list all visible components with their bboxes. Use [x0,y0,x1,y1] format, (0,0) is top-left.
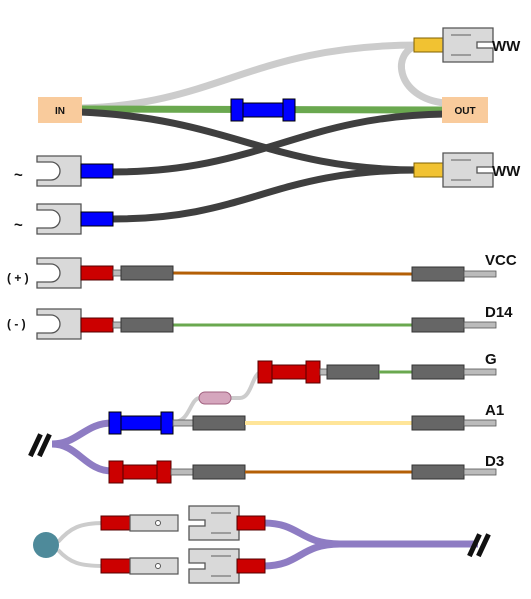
gray-wire-in-to-ww [79,41,421,112]
red-crimp-female-upper [236,515,266,531]
terminal-out [442,97,488,123]
purple-wire-lower-merge [263,540,341,570]
brown-wire-vcc [171,271,415,276]
red-crimp-sensor-upper [100,515,132,531]
female-spade-lower [188,548,240,584]
label-a1: A1 [485,402,504,419]
label-d3: D3 [485,453,504,470]
terminal-in [38,97,82,123]
dupont-g-left [326,364,380,380]
dark-wire-tilde2-to-ww [111,166,421,223]
dark-wire-in-to-ww [79,108,421,174]
dupont-d3-left [192,464,246,480]
bare-wire-a1 [172,419,196,427]
yellow-crimp-ww-top [413,37,445,53]
cut-mark-right [467,533,491,558]
blue-butt-splice-a1 [108,411,174,435]
red-butt-splice-d3 [108,460,172,484]
label-plus: ( + ) [7,271,29,285]
header-pin-a1 [463,419,497,427]
cut-mark-left [28,433,52,458]
label-ww-top: WW [492,38,521,55]
header-pin-g [463,368,497,376]
label-tilde-2: ~ [14,217,23,234]
yellow-crimp-ww-mid [413,162,445,178]
blue-crimp-tilde-1 [80,163,114,179]
label-vcc: VCC [485,252,517,269]
label-d14: D14 [485,304,513,321]
dupont-d14 [411,317,465,333]
blue-butt-splice-1 [230,98,296,122]
male-spade-lower [129,557,179,575]
dupont-minus-left [120,317,174,333]
gray-wire-sensor-lower [56,548,105,568]
purple-wire-lower-branch [51,440,113,475]
female-spade-ww-top [442,27,494,63]
label-in: IN [55,106,65,117]
purple-wire-upper-merge [263,519,341,548]
dupont-a1 [411,415,465,431]
label-out: OUT [454,106,475,117]
pink-heat-shrink [198,391,232,405]
purple-wire-upper-branch [51,419,113,448]
spade-lug-tilde-1 [36,155,82,187]
dark-wire-out-to-tilde1 [111,110,446,176]
round-sensor [33,532,59,558]
label-tilde-1: ~ [14,167,23,184]
female-spade-ww-mid [442,152,494,188]
dupont-vcc [411,266,465,282]
dupont-d3 [411,464,465,480]
dupont-g [411,364,465,380]
female-spade-upper [188,505,240,541]
gray-loop-out-to-ww [397,41,446,107]
dupont-plus-left [120,265,174,281]
header-pin-d14 [463,321,497,329]
blue-crimp-tilde-2 [80,211,114,227]
male-spade-upper [129,514,179,532]
red-crimp-female-lower [236,558,266,574]
label-ww-mid: WW [492,163,521,180]
gray-wire-sensor-upper [56,521,105,544]
dupont-a1-left [192,415,246,431]
red-crimp-minus [80,317,114,333]
spade-lug-plus [36,257,82,289]
red-crimp-sensor-lower [100,558,132,574]
spade-lug-minus [36,308,82,340]
header-pin-vcc [463,270,497,278]
red-butt-splice-g [257,360,321,384]
label-minus: ( - ) [7,317,26,331]
label-g: G [485,351,497,368]
bare-wire-d3 [170,468,196,476]
red-crimp-plus [80,265,114,281]
spade-lug-tilde-2 [36,203,82,235]
